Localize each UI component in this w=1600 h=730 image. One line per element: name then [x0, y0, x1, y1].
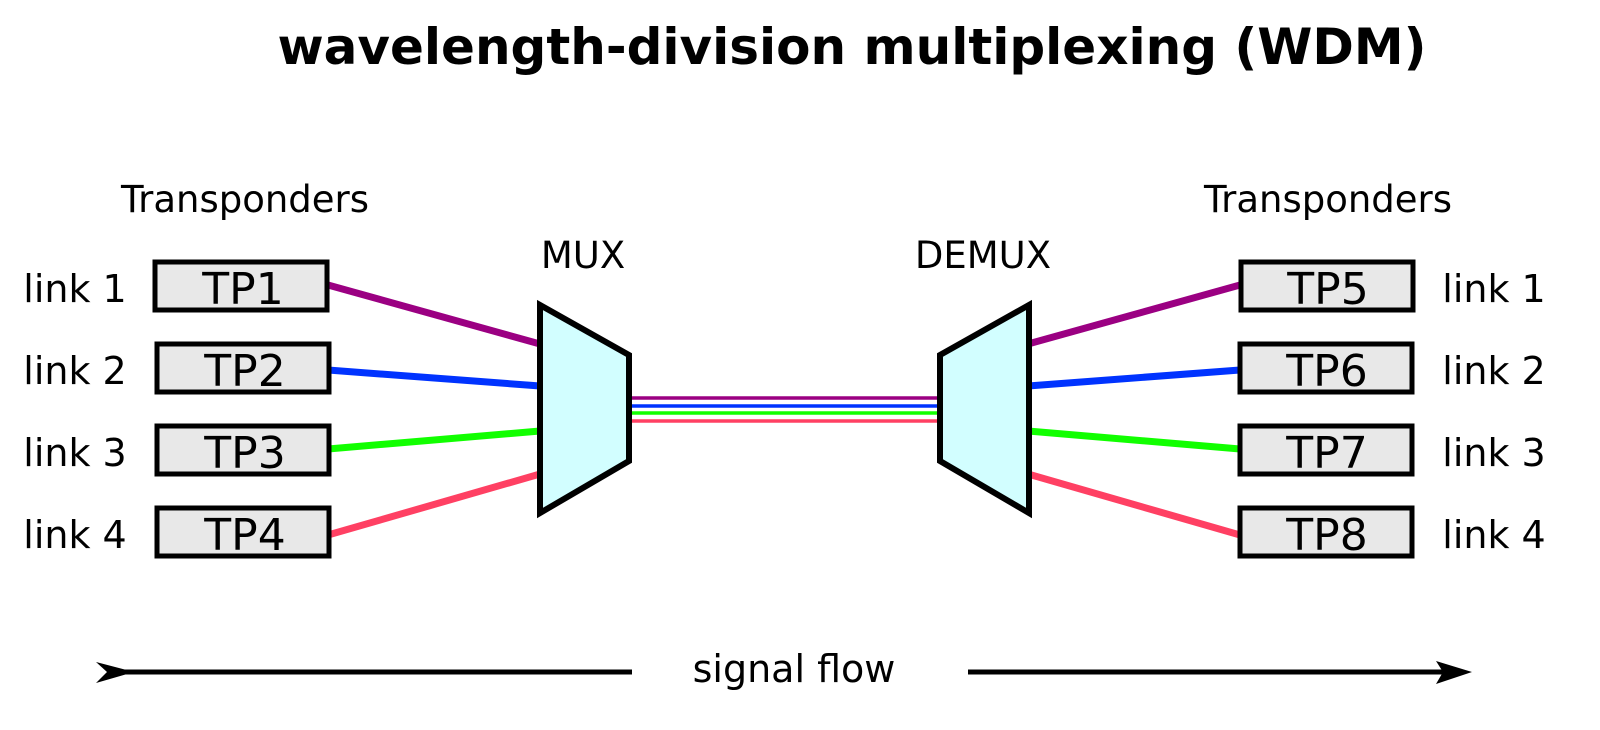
left-transponder-group: link 1 TP1 link 2 TP2 link 3 TP3 link 4 …	[23, 259, 332, 561]
link-line-tp6	[1027, 366, 1241, 390]
right-transponder-group: TP5 link 1 TP6 link 2 TP7 link 3 TP8 lin…	[1237, 259, 1546, 561]
link-line-tp7	[1027, 427, 1241, 453]
transponder-label: TP7	[1285, 428, 1367, 479]
link-line-tp1	[327, 281, 541, 348]
transponder-box-tp7	[1237, 423, 1415, 477]
arrow-tail-icon	[96, 662, 134, 683]
transponder-label: TP8	[1285, 510, 1367, 561]
transponder-label: TP1	[201, 264, 283, 315]
transponder-box-tp6	[1237, 341, 1415, 395]
diagram-title: wavelength-division multiplexing (WDM)	[277, 18, 1426, 76]
transponder-label: TP3	[203, 428, 285, 479]
link-label: link 4	[23, 513, 126, 557]
link-label: link 3	[1442, 431, 1545, 475]
transponder-label: TP4	[203, 510, 285, 561]
transponder-box-tp8	[1237, 505, 1415, 559]
link-label: link 2	[1442, 349, 1545, 393]
transponder-label: TP5	[1286, 264, 1368, 315]
transponder-box-tp3	[154, 423, 332, 477]
link-label: link 2	[23, 349, 126, 393]
link-line-tp4	[327, 470, 541, 539]
demux-label: DEMUX	[915, 234, 1051, 277]
link-label: link 1	[23, 267, 126, 311]
mux-label: MUX	[541, 234, 625, 277]
fiber-bundle	[630, 396, 940, 423]
right-transponders-header: Transponders	[1203, 178, 1452, 221]
signal-flow-label: signal flow	[693, 647, 896, 691]
link-line-tp5	[1027, 281, 1241, 348]
link-line-tp8	[1027, 470, 1241, 539]
link-line-tp2	[327, 366, 541, 390]
transponder-box-tp5	[1238, 259, 1416, 313]
link-line-tp3	[327, 427, 541, 453]
demux-block	[937, 299, 1032, 519]
transponder-box-tp2	[154, 341, 332, 395]
link-label: link 4	[1442, 513, 1545, 557]
left-transponders-header: Transponders	[120, 178, 369, 221]
mux-block	[537, 299, 632, 519]
transponder-box-tp4	[154, 505, 332, 559]
signal-flow-arrow: signal flow	[96, 647, 1472, 691]
transponder-box-tp1	[152, 259, 330, 313]
transponder-label: TP6	[1285, 346, 1367, 397]
link-label: link 1	[1442, 267, 1545, 311]
link-label: link 3	[23, 431, 126, 475]
transponder-label: TP2	[203, 346, 285, 397]
arrow-head-icon	[1436, 661, 1472, 684]
